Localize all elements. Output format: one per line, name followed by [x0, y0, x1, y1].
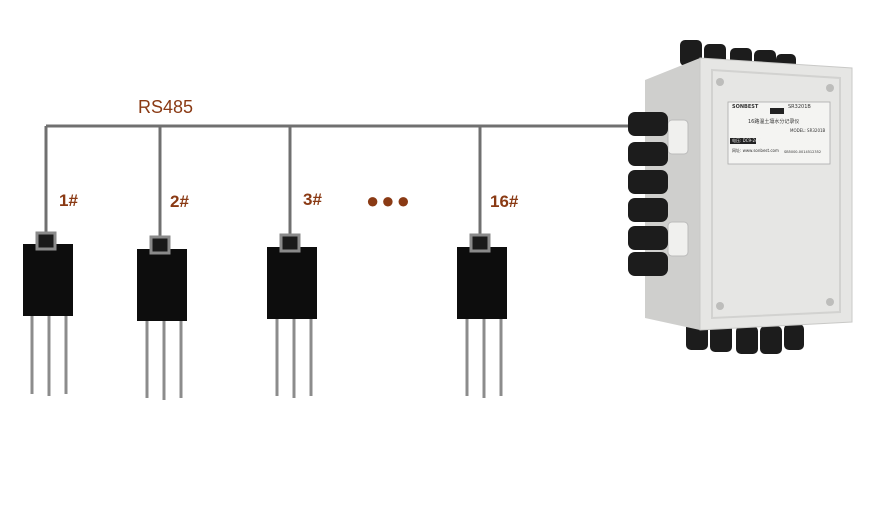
device-barcode-text: SB5000-0014512352 — [784, 150, 822, 154]
sensor-label-1: 1# — [59, 191, 78, 210]
side-cable-glands — [628, 112, 668, 276]
sensor-3 — [267, 233, 317, 398]
sensor-2 — [137, 235, 187, 400]
device-brand: SONBEST — [732, 104, 759, 110]
device-spec-line: 电压: DC9-24V — [732, 138, 761, 143]
sensor-label-3: 3# — [303, 190, 322, 209]
sensor-label-2: 2# — [170, 192, 189, 211]
sensor-16 — [457, 233, 507, 398]
device-model-line: MODEL: SR3201B — [790, 128, 826, 133]
device-site-line: 网址: www.sonbest.com — [732, 148, 779, 153]
sensor-label-16: 16# — [490, 192, 519, 211]
device-title: 16路温土壤水分记录仪 — [748, 119, 800, 125]
data-logger-enclosure — [628, 40, 853, 354]
sensor-1 — [23, 231, 73, 396]
rs485-bus-label: RS485 — [138, 97, 194, 117]
device-model-code: SR3201B — [788, 104, 811, 110]
ellipsis-dots: ●●● — [366, 188, 412, 213]
